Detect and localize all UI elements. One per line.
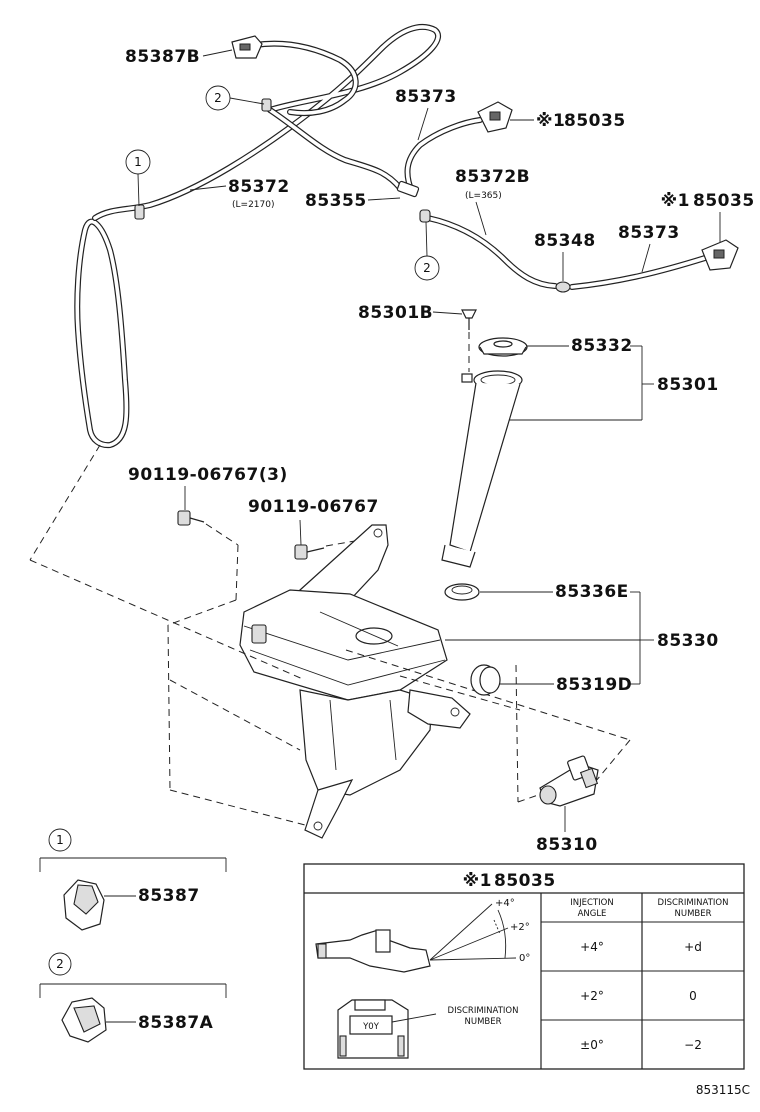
clamp-85387A-lower <box>419 209 431 223</box>
row1-number: +d <box>684 940 702 954</box>
label-90119-06767-qty3: 90119-06767(3) <box>128 465 288 485</box>
label-85319D: 85319D <box>556 675 632 695</box>
hose-85373-top <box>404 117 483 195</box>
pump-85310 <box>539 755 599 807</box>
label-85387B: 85387B <box>125 47 200 67</box>
hose-85372B <box>425 215 558 289</box>
header-disc-number-2: NUMBER <box>674 909 711 919</box>
label-85355: 85355 <box>305 191 367 211</box>
nozzle-85035-right <box>701 239 739 271</box>
label-85372-length: (L=2170) <box>232 200 274 210</box>
label-90119-06767: 90119-06767 <box>248 497 379 517</box>
table-title-part: 85035 <box>494 871 556 891</box>
svg-text:2: 2 <box>214 91 222 105</box>
label-85035-top: 85035 <box>564 111 626 131</box>
row2-angle: +2° <box>580 989 604 1003</box>
label-85035-right: 85035 <box>693 191 755 211</box>
row3-number: −2 <box>684 1038 702 1052</box>
row1-angle: +4° <box>580 940 604 954</box>
hose-85373-right <box>569 255 708 290</box>
nozzle-85387B <box>231 35 263 59</box>
label-85373-right: 85373 <box>618 223 680 243</box>
nozzle-85035-top <box>477 101 513 133</box>
label-85310: 85310 <box>536 835 598 855</box>
grommet-85319D <box>470 664 501 696</box>
ref-mark-top: ※1 <box>536 111 565 131</box>
clip-85301B <box>461 309 477 330</box>
svg-text:1: 1 <box>56 833 64 847</box>
label-85332: 85332 <box>571 336 633 356</box>
table-title-mark: ※1 <box>463 871 492 891</box>
callout-2-lower: 2 <box>414 221 440 281</box>
discrimination-illustration: Y0Y DISCRIMINATION NUMBER <box>337 999 519 1059</box>
cap-85332 <box>478 337 528 357</box>
svg-text:2: 2 <box>56 957 64 971</box>
callout-1-left: 1 <box>125 149 151 207</box>
angle-mark-plus4: +4° <box>495 898 515 909</box>
callout-2-top: 2 <box>205 85 265 111</box>
label-85336E: 85336E <box>555 582 629 602</box>
label-85372B-length: (L=365) <box>465 191 502 201</box>
angle-mark-zero: 0° <box>519 953 530 964</box>
label-85372B: 85372B <box>455 167 530 187</box>
filler-pipe-85301 <box>441 370 523 568</box>
svg-text:2: 2 <box>423 261 431 275</box>
label-85372: 85372 <box>228 177 290 197</box>
row2-number: 0 <box>689 989 697 1003</box>
inset-clamp-2: 2 <box>39 952 227 1043</box>
label-85301B: 85301B <box>358 303 433 323</box>
label-85387A: 85387A <box>138 1013 214 1033</box>
hose-85372 <box>74 23 442 449</box>
ref-mark-right: ※1 <box>661 191 690 211</box>
nozzle-spec-table: ※1 85035 INJECTION ANGLE DISCRIMINATION … <box>303 863 745 1070</box>
joint-85355 <box>396 180 420 198</box>
badge-text: Y0Y <box>362 1022 380 1032</box>
label-85330: 85330 <box>657 631 719 651</box>
svg-text:1: 1 <box>134 155 142 169</box>
label-85387: 85387 <box>138 886 200 906</box>
grommet-85336E <box>444 583 480 601</box>
clamp-85387 <box>134 204 145 220</box>
header-injection-angle-2: ANGLE <box>578 909 607 919</box>
bolt-90119-right <box>294 544 325 560</box>
drawing-code: 853115C <box>696 1083 750 1097</box>
label-85301: 85301 <box>657 375 719 395</box>
bolt-90119-left <box>177 510 205 526</box>
nozzle-angle-illustration: +4° +2° 0° <box>315 898 530 973</box>
header-injection-angle-1: INJECTION <box>570 898 613 908</box>
label-85373-top: 85373 <box>395 87 457 107</box>
inset-clamp-1: 1 <box>39 828 227 931</box>
row3-angle: ±0° <box>580 1038 604 1052</box>
disc-label-2: NUMBER <box>464 1017 501 1027</box>
check-valve-85348 <box>555 281 571 293</box>
reservoir-tank-85330 <box>239 524 471 839</box>
angle-mark-plus2: +2° <box>510 922 530 933</box>
disc-label-1: DISCRIMINATION <box>448 1006 519 1016</box>
header-disc-number-1: DISCRIMINATION <box>658 898 729 908</box>
clamp-85387A <box>261 98 272 112</box>
label-85348: 85348 <box>534 231 596 251</box>
